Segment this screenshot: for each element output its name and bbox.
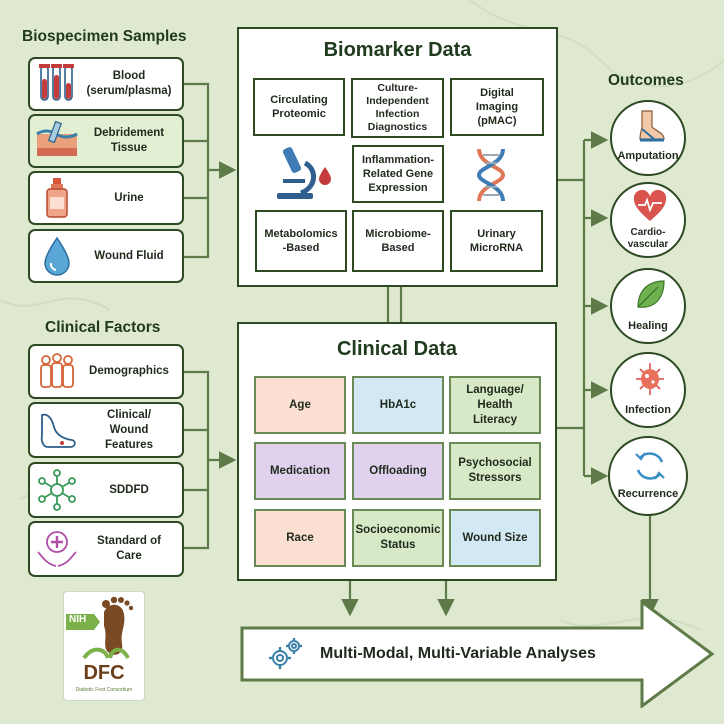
card-demographics: Demographics [28, 344, 184, 399]
logo-dfc-text: DFC [83, 662, 125, 684]
dna-icon [476, 148, 506, 202]
heart-icon [633, 189, 667, 221]
clinical-language-health-literacy: Language/ Health Literacy [449, 376, 541, 434]
clinical-psychosocial-stressors: Psychosocial Stressors [449, 442, 541, 500]
card-debridement-tissue: Debridement Tissue [28, 114, 184, 168]
outcome-label: Infection [625, 404, 671, 416]
biomarker-urinary-microrna: Urinary MicroRNA [450, 210, 543, 272]
outcome-label: Amputation [617, 150, 679, 162]
outcome-label: Recurrence [617, 488, 679, 500]
outcomes-title: Outcomes [608, 72, 684, 89]
cycle-icon [635, 452, 665, 480]
tissue-icon [36, 120, 78, 156]
card-blood: Blood (serum/plasma) [28, 57, 184, 111]
clinical-age: Age [254, 376, 346, 434]
biomarker-inflammation-gene-expression: Inflammation- Related Gene Expression [352, 145, 444, 203]
outcome-label: Cardio- vascular [627, 227, 669, 250]
analyses-arrow [240, 600, 715, 708]
clinical-hba1c: HbA1c [352, 376, 444, 434]
analyses-label: Multi-Modal, Multi-Variable Analyses [320, 645, 596, 662]
biomarker-microbiome: Microbiome- Based [352, 210, 444, 272]
foot-icon [40, 413, 76, 448]
outcome-amputation: Amputation [610, 100, 686, 176]
clinical-data-title: Clinical Data [336, 338, 458, 360]
people-icon [40, 352, 74, 388]
card-standard-of-care: Standard of Care [28, 521, 184, 577]
outcome-cardiovascular: Cardio- vascular [610, 182, 686, 258]
dfc-logo: NIH DFC Diabetic Foot Consortium [63, 591, 145, 701]
card-label: Blood (serum/plasma) [86, 70, 172, 97]
care-hands-icon [37, 531, 77, 567]
card-label: Debridement Tissue [93, 127, 165, 154]
clinical-race: Race [254, 509, 346, 567]
urine-bottle-icon [46, 178, 68, 218]
outcome-healing: Healing [610, 268, 686, 344]
clinical-data-panel: Clinical Data Age HbA1c Language/ Health… [237, 322, 557, 581]
biomarker-circulating-proteomic: Circulating Proteomic [253, 78, 345, 136]
biomarker-metabolomics: Metabolomics -Based [255, 210, 347, 272]
biomarker-culture-independent: Culture- Independent Infection Diagnosti… [351, 78, 444, 138]
clinical-socioeconomic-status: Socioeconomic Status [352, 509, 444, 567]
biomarker-digital-imaging: Digital Imaging (pMAC) [450, 78, 544, 136]
card-label: SDDFD [109, 483, 149, 496]
card-clinical-wound-features: Clinical/ Wound Features [28, 402, 184, 458]
gears-icon [269, 638, 302, 669]
clinical-medication: Medication [254, 442, 346, 500]
outcome-infection: Infection [610, 352, 686, 428]
logo-nih-text: NIH [69, 614, 87, 625]
bacteria-icon [636, 363, 664, 395]
microscope-icon [277, 147, 331, 199]
outcome-recurrence: Recurrence [608, 436, 688, 516]
foot-amputation-icon [639, 110, 665, 142]
card-label: Urine [114, 191, 144, 204]
card-urine: Urine [28, 171, 184, 225]
blood-tubes-icon [39, 64, 74, 101]
clinical-offloading: Offloading [352, 442, 444, 500]
biospecimen-samples-title: Biospecimen Samples [22, 28, 187, 45]
outcome-label: Healing [628, 320, 668, 332]
clinical-wound-size: Wound Size [449, 509, 541, 567]
leaf-icon [637, 280, 665, 308]
droplet-icon [44, 236, 70, 276]
biomarker-data-title: Biomarker Data [323, 39, 472, 61]
card-label: Demographics [89, 365, 169, 377]
logo-foot-icon [66, 596, 134, 660]
network-icon [38, 469, 76, 511]
card-label: Wound Fluid [94, 249, 164, 262]
card-sddfd: SDDFD [28, 462, 184, 518]
logo-subtitle: Diabetic Foot Consortium [75, 687, 133, 693]
clinical-factors-title: Clinical Factors [45, 319, 161, 336]
card-label: Clinical/ Wound Features [105, 408, 153, 451]
biomarker-data-panel: Biomarker Data Circulating Proteomic Cul… [237, 27, 558, 287]
card-wound-fluid: Wound Fluid [28, 229, 184, 283]
card-label: Standard of Care [97, 535, 161, 562]
